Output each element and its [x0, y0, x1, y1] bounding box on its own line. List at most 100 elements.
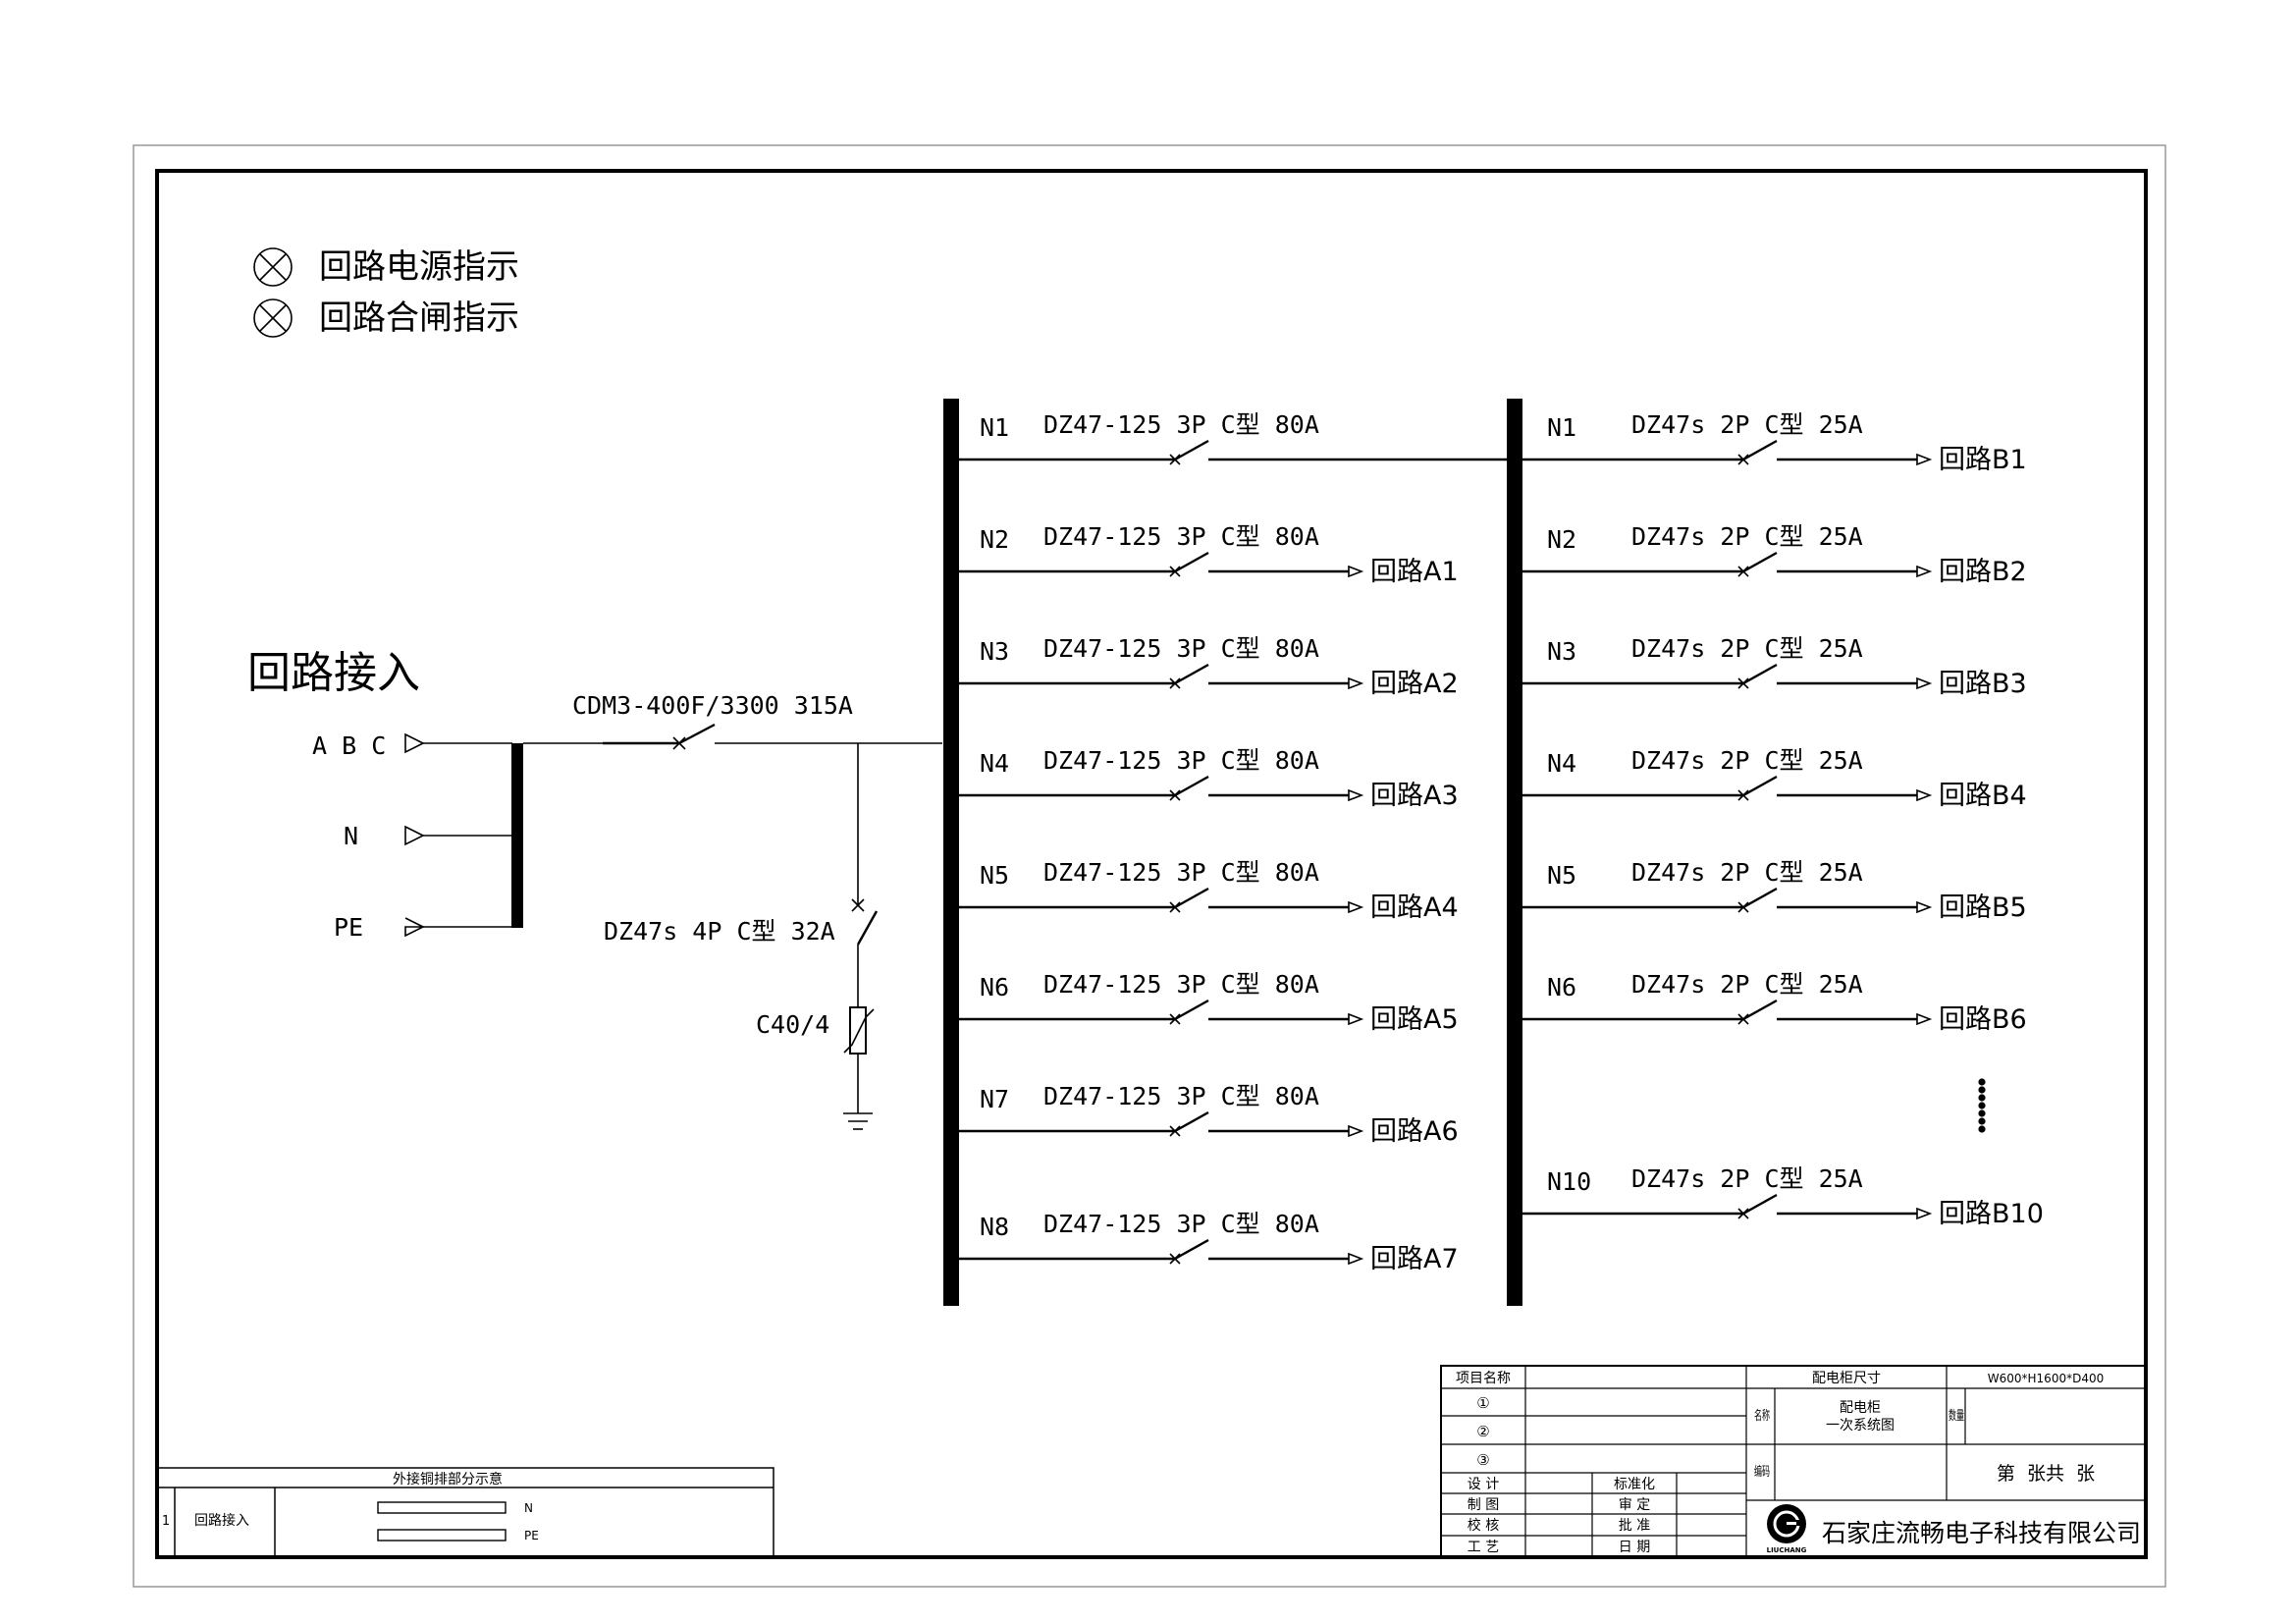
title-block: 项目名称 ① ② ③ 设 计 制 图 校 核 工 艺 标准化 审 定 批 准 日… — [1440, 1365, 2147, 1558]
breaker-symbol — [1737, 1193, 1778, 1219]
feeder-id: N6 — [1547, 973, 1576, 1001]
code-label: 编码 — [1754, 1465, 1770, 1480]
role-review: 审 定 — [1619, 1497, 1650, 1513]
role-draw: 制 图 — [1468, 1497, 1499, 1513]
output-label: 回路B1 — [1939, 445, 2027, 475]
legend-item-power-indicator: 回路电源指示 — [253, 247, 519, 287]
copper-bar-pe-label: PE — [524, 1529, 539, 1542]
feeder-id: N2 — [1547, 525, 1576, 554]
role-date: 日 期 — [1619, 1540, 1650, 1555]
ground-icon — [843, 1112, 873, 1130]
breaker-symbol — [1169, 999, 1209, 1025]
breaker-label: DZ47s 2P C型 25A — [1631, 410, 1863, 439]
breaker-label: DZ47s 2P C型 25A — [1631, 1164, 1863, 1193]
breaker-label: DZ47-125 3P C型 80A — [1043, 970, 1319, 999]
feeder-id: N8 — [980, 1213, 1009, 1241]
breaker-symbol — [1737, 887, 1778, 913]
feeder-a-n7: N7 DZ47-125 3P C型 80A 回路A6 — [959, 1082, 1459, 1147]
feeder-id: N3 — [980, 637, 1009, 666]
name-label: 名称 — [1754, 1408, 1770, 1424]
feeder-id: N6 — [980, 973, 1009, 1001]
output-arrow-icon — [1348, 1012, 1364, 1026]
output-arrow-icon — [1348, 900, 1364, 914]
feeder-id: N5 — [1547, 861, 1576, 890]
output-label: 回路A3 — [1370, 781, 1459, 811]
busbar-a — [943, 399, 959, 1306]
breaker-label: DZ47s 2P C型 25A — [1631, 746, 1863, 775]
company-logo-icon: LIUCHANG — [1767, 1504, 1807, 1554]
logo-text: LIUCHANG — [1767, 1546, 1807, 1554]
breaker-symbol — [1737, 999, 1778, 1025]
incoming-section: 回路接入 A B C N PE CDM3-400F/3300 315A — [247, 648, 942, 1130]
main-breaker-label: CDM3-400F/3300 315A — [572, 691, 853, 720]
incoming-busbar — [511, 743, 523, 928]
role-approve: 批 准 — [1619, 1518, 1650, 1534]
output-arrow-icon — [1348, 676, 1364, 690]
breaker-symbol — [1169, 663, 1209, 689]
output-arrow-icon — [1916, 565, 1933, 578]
breaker-label: DZ47-125 3P C型 80A — [1043, 746, 1319, 775]
item-mark-3: ③ — [1476, 1451, 1489, 1469]
copper-bar-n — [377, 1501, 507, 1514]
sheet-count: 第 张共 张 — [1997, 1463, 2095, 1485]
phase-label-abc: A B C — [312, 731, 386, 760]
item-mark-1: ① — [1476, 1394, 1489, 1412]
feeder-b-n1: N1 DZ47s 2P C型 25A 回路B1 — [1522, 410, 2027, 475]
output-label: 回路A4 — [1370, 893, 1459, 923]
output-arrow-icon — [1916, 1012, 1933, 1026]
breaker-symbol — [1169, 887, 1209, 913]
output-label: 回路B6 — [1939, 1004, 2027, 1035]
feeder-id: N7 — [980, 1085, 1009, 1113]
output-arrow-icon — [1348, 565, 1364, 578]
output-label: 回路A2 — [1370, 669, 1459, 699]
busbar-b — [1507, 399, 1522, 1306]
phase-label-n: N — [344, 822, 358, 850]
project-name-label: 项目名称 — [1456, 1371, 1511, 1386]
feeder-id: N1 — [1547, 413, 1576, 442]
breaker-label: DZ47-125 3P C型 80A — [1043, 1082, 1319, 1110]
output-label: 回路B3 — [1939, 669, 2027, 699]
feeder-id: N5 — [980, 861, 1009, 890]
legend: 回路电源指示 回路合闸指示 — [253, 247, 519, 338]
role-standard: 标准化 — [1614, 1477, 1655, 1492]
feeder-id: N4 — [1547, 749, 1576, 778]
spd-breaker-symbol — [851, 898, 879, 946]
output-arrow-icon — [1916, 788, 1933, 802]
drawing-frame — [133, 144, 2166, 1588]
surge-protector-icon — [843, 1006, 875, 1055]
surge-protector-label: C40/4 — [756, 1010, 829, 1039]
feeder-id: N1 — [980, 413, 1009, 442]
breaker-symbol — [1169, 551, 1209, 577]
output-label: 回路A7 — [1370, 1244, 1459, 1274]
copper-bar-n-label: N — [524, 1501, 533, 1515]
breaker-label: DZ47-125 3P C型 80A — [1043, 522, 1319, 551]
incoming-title: 回路接入 — [247, 648, 420, 698]
company-name: 石家庄流畅电子科技有限公司 — [1822, 1519, 2141, 1547]
feeder-id: N4 — [980, 749, 1009, 778]
output-label: 回路A6 — [1370, 1116, 1459, 1147]
terminal-arrow-icon — [404, 732, 425, 938]
feeder-b-n5: N5 DZ47s 2P C型 25A 回路B5 — [1522, 858, 2027, 923]
output-label: 回路A5 — [1370, 1004, 1459, 1035]
copper-bar-pe — [377, 1529, 507, 1542]
feeder-a-n6: N6 DZ47-125 3P C型 80A 回路A5 — [959, 970, 1459, 1035]
breaker-label: DZ47-125 3P C型 80A — [1043, 1210, 1319, 1238]
qty-label: 数量 — [1949, 1409, 1964, 1424]
output-label: 回路B2 — [1939, 557, 2027, 587]
feeder-id: N2 — [980, 525, 1009, 554]
breaker-symbol — [1737, 663, 1778, 689]
breaker-label: DZ47s 2P C型 25A — [1631, 634, 1863, 663]
breaker-symbol — [1169, 439, 1209, 465]
breaker-label: DZ47s 2P C型 25A — [1631, 858, 1863, 887]
output-label: 回路B5 — [1939, 893, 2027, 923]
spd-breaker-label: DZ47s 4P C型 32A — [604, 917, 835, 946]
copper-table-row-no: 1 — [162, 1514, 170, 1529]
name-value-2: 一次系统图 — [1826, 1418, 1895, 1434]
role-design: 设 计 — [1468, 1477, 1499, 1492]
breaker-symbol — [1737, 775, 1778, 801]
